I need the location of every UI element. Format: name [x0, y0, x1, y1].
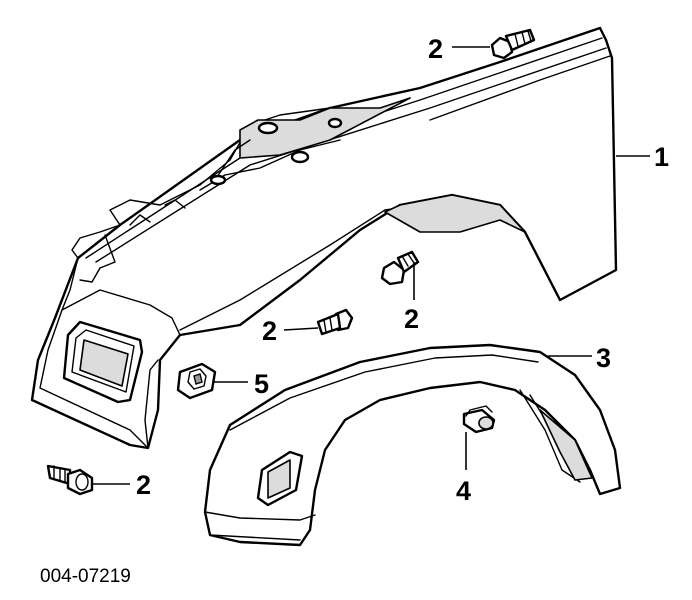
- retainer-part-4: [462, 405, 496, 434]
- callout-bolt-bottom-left: 2: [136, 470, 151, 500]
- callout-bolt-mid-left: 2: [262, 316, 277, 346]
- flare-part-3: [203, 343, 622, 547]
- callout-labels: 1 2 2 2 2 3 4 5: [136, 34, 669, 506]
- callout-fender: 1: [654, 142, 669, 172]
- bolt-mid-left-part-2: [316, 308, 354, 336]
- leader-lines: [92, 46, 650, 485]
- fender-part-1: [30, 26, 618, 450]
- figure-id: 004-07219: [40, 566, 131, 587]
- callout-bolt-top: 2: [428, 34, 443, 64]
- callout-retainer: 4: [456, 476, 471, 506]
- bolt-top-part-2: [490, 28, 536, 60]
- callout-bolt-mid-right: 2: [404, 304, 419, 334]
- callout-flare: 3: [596, 343, 611, 373]
- callout-clip-nut: 5: [254, 369, 269, 399]
- leader-bolt-mid-left: [283, 327, 319, 331]
- clip-nut-part-5: [176, 362, 217, 400]
- bolt-bottom-left-part-2: [46, 464, 94, 496]
- bolt-mid-right-part-2: [380, 250, 420, 286]
